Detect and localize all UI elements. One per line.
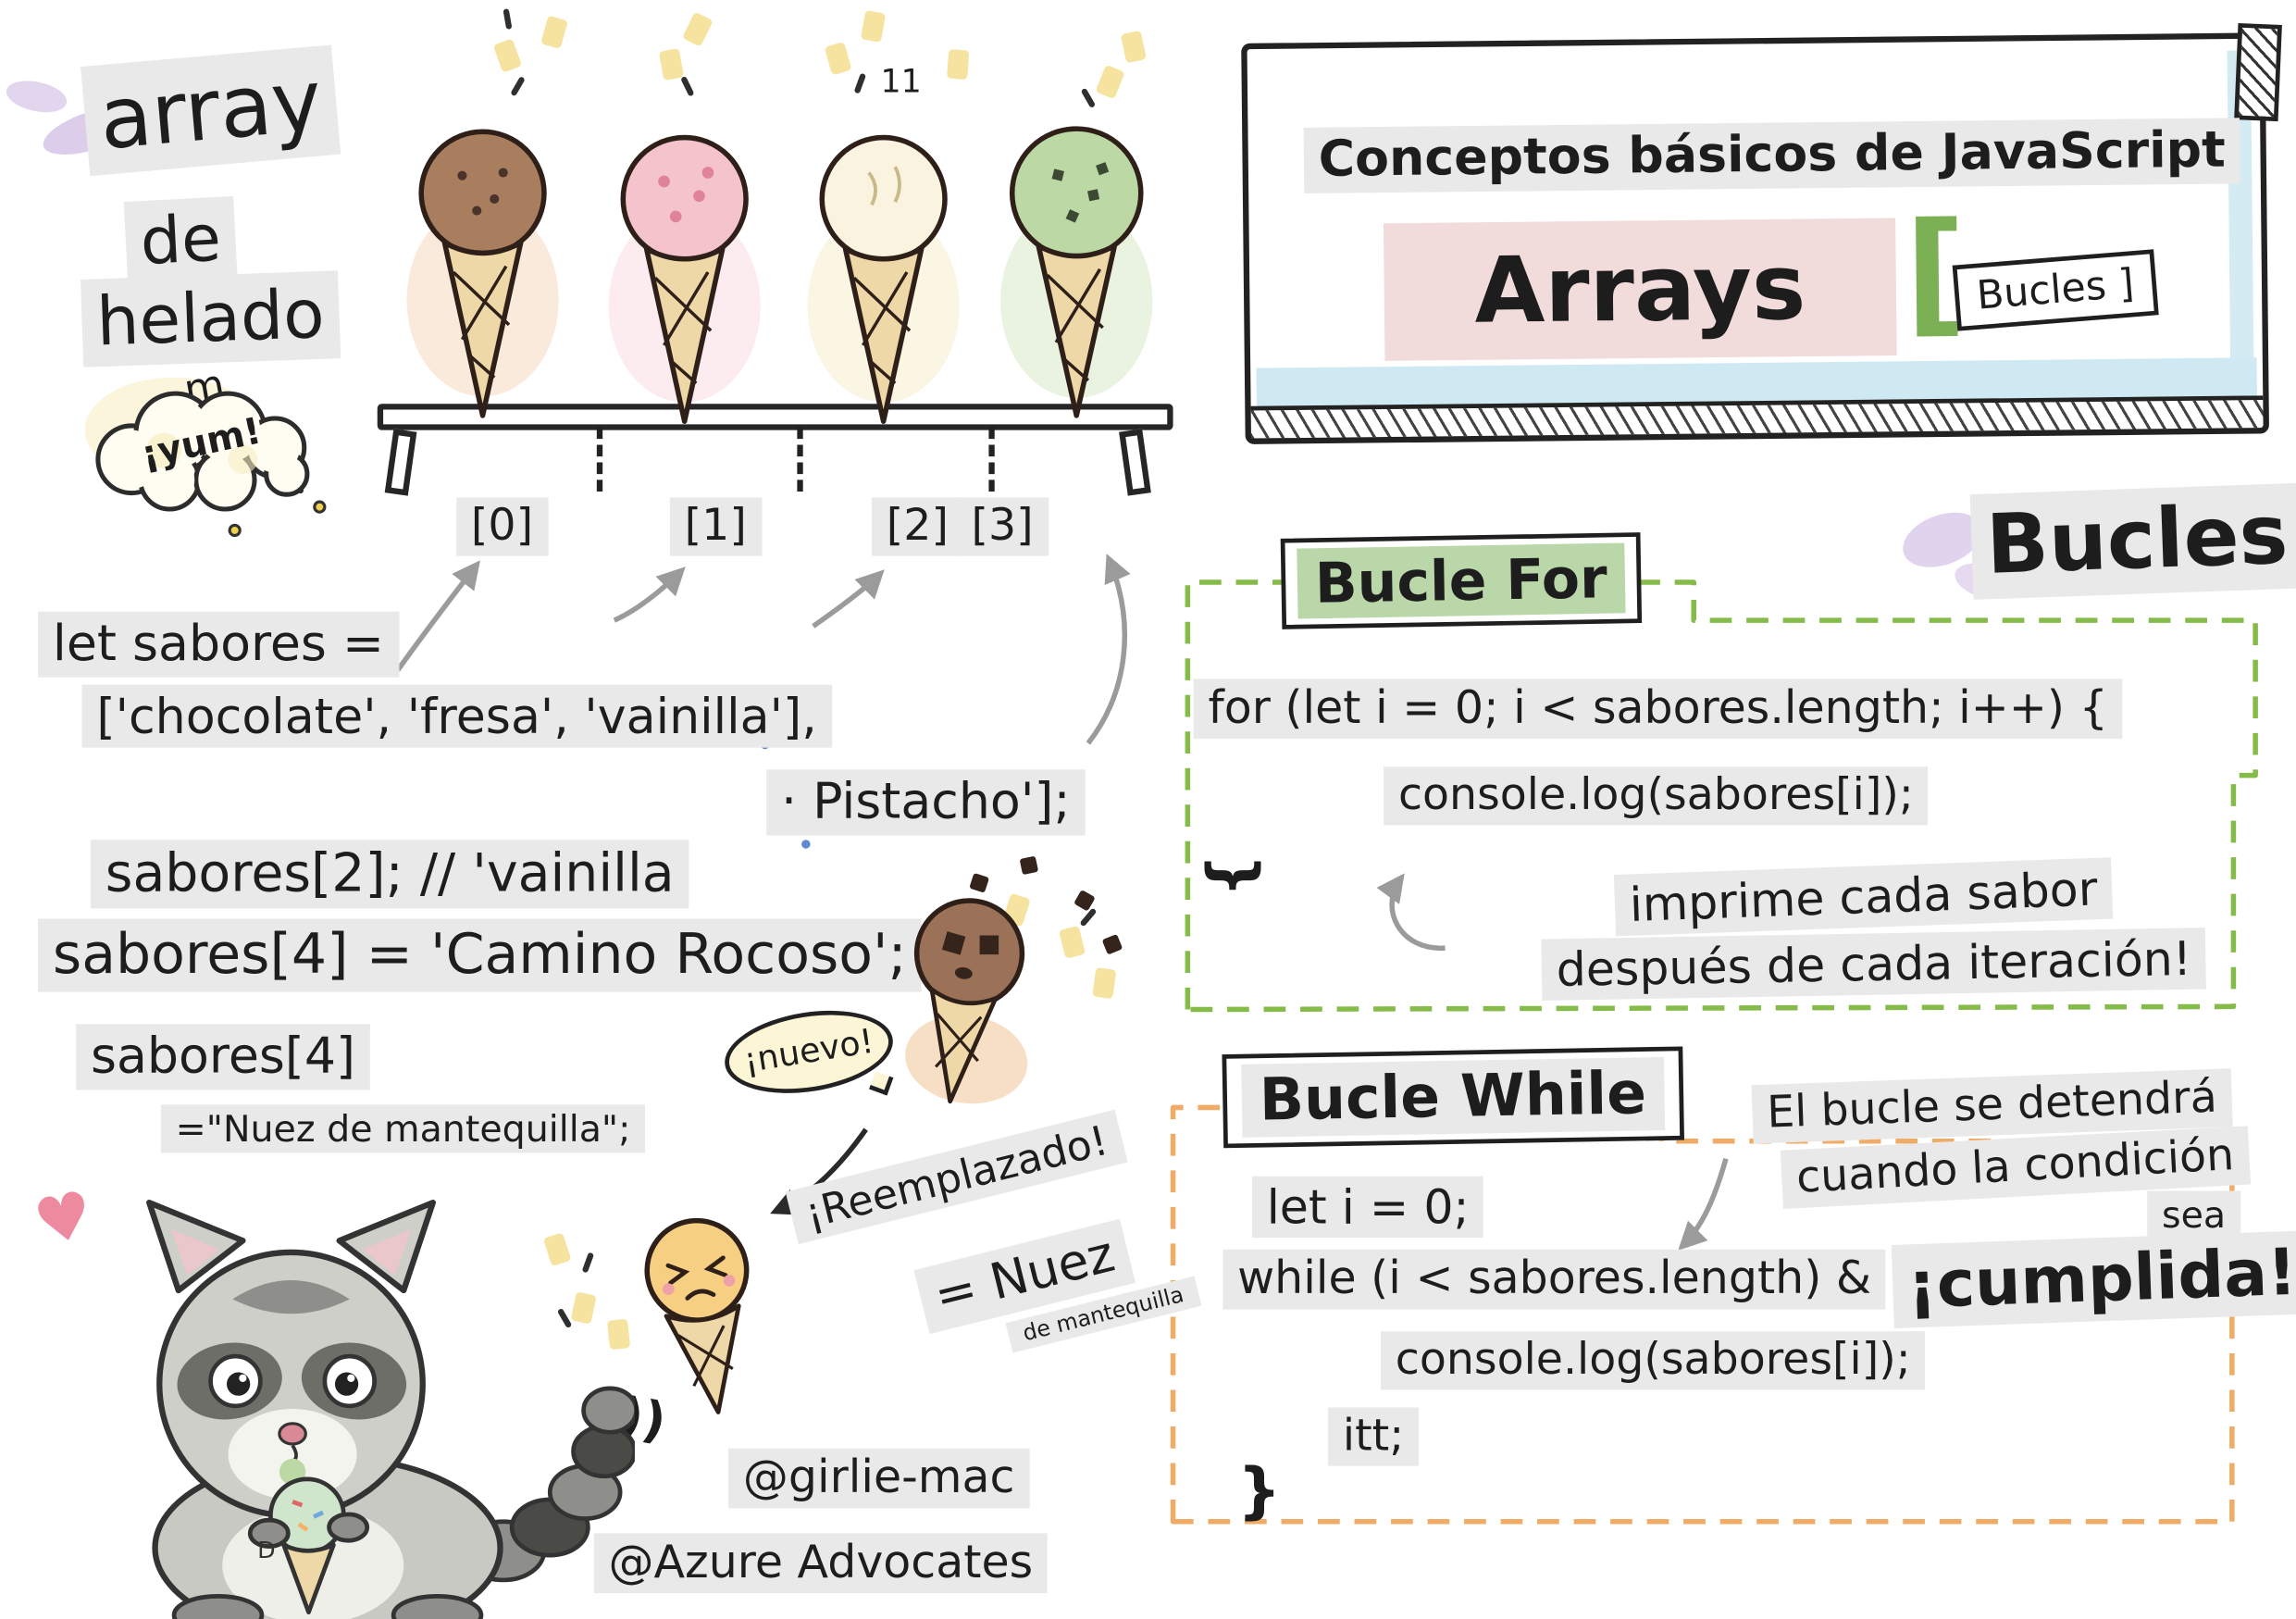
bucles-tag-text: Bucles ] (1975, 261, 2136, 319)
yum-cloud (95, 391, 310, 512)
signature: D (257, 1536, 276, 1564)
bee-icon (313, 500, 327, 514)
while-code-line1: let i = 0; (1251, 1176, 1484, 1239)
arrays-highlight: Arrays (1383, 218, 1897, 361)
nuevo-text: ¡nuevo! (740, 1023, 877, 1081)
index-label-1: [1] (669, 497, 762, 555)
arrow-to-index-0 (395, 560, 480, 672)
index-guide-line (797, 427, 803, 492)
code-sabores-4-assign: sabores[4] = 'Camino Rocoso'; (38, 918, 922, 991)
index-guide-line (988, 427, 995, 492)
page-number: 11 (880, 64, 922, 102)
while-note-line3: sea (2147, 1190, 2240, 1240)
while-cumplida: ¡cumplida! (1891, 1230, 2296, 1329)
index-label-0: [0] (456, 497, 548, 555)
new-butter-pecan-cone (644, 1217, 750, 1414)
bucle-for-label: Bucle For (1297, 542, 1626, 619)
for-code-line2: console.log(sabores[i]); (1384, 766, 1929, 825)
ice-cream-cone-chocolate (406, 129, 559, 418)
index-label-3: [3] (956, 497, 1049, 555)
for-note-arrow (1376, 873, 1446, 951)
index-label-2: [2] (871, 497, 963, 555)
ice-cream-cone-vainilla (807, 134, 960, 424)
bucles-section-title: Bucles (1969, 482, 2296, 600)
code-pistacho: · Pistacho']; (766, 769, 1086, 835)
code-nuez-assign: ="Nuez de mantequilla"; (160, 1104, 646, 1153)
while-code-line4: itt; (1328, 1407, 1420, 1465)
for-closing-brace: } (1199, 853, 1272, 898)
for-note-line2: después de cada iteración! (1541, 928, 2207, 1002)
index-guide-line (596, 427, 603, 492)
array-title-line1: array (81, 44, 341, 176)
bucles-tag: Bucles ] (1952, 249, 2159, 331)
code-array-literal: ['chocolate', 'fresa', 'vainilla'], (81, 684, 832, 749)
arrow-to-index-3 (1086, 554, 1131, 745)
arrow-to-index-1 (613, 567, 686, 623)
while-code-line3: console.log(sabores[i]); (1380, 1331, 1926, 1389)
ice-cream-cone-pistacho (1000, 126, 1153, 418)
bee-icon (228, 523, 242, 538)
array-title-line2: de (123, 195, 238, 286)
header-banner: Conceptos básicos de JavaScript Arrays [… (1241, 22, 2282, 444)
banner-corner-fold (2234, 22, 2282, 122)
handle-azure-advocates: @Azure Advocates (593, 1533, 1048, 1593)
while-note-arrow (1678, 1157, 1729, 1251)
handle-girlie-mac: @girlie-mac (728, 1448, 1030, 1509)
arrow-to-index-2 (812, 569, 885, 629)
code-sabores-4: sabores[4] (76, 1024, 370, 1090)
bucle-for-label-box: Bucle For (1280, 532, 1642, 629)
for-code-line1: for (let i = 0; i < sabores.length; i++)… (1193, 679, 2123, 739)
code-sabores-2: sabores[2]; // 'vainilla (90, 840, 689, 909)
while-code-line2: while (i < sabores.length) & (1222, 1249, 1886, 1310)
raccoon-illustration (146, 1200, 635, 1619)
while-closing-brace: } (1237, 1454, 1282, 1526)
bucle-while-label: Bucle While (1241, 1056, 1665, 1138)
bucle-while-label-box: Bucle While (1222, 1046, 1684, 1149)
arrays-title: Arrays (1473, 233, 1806, 344)
header-title: Conceptos básicos de JavaScript (1303, 118, 2240, 193)
pen-mark (801, 840, 811, 849)
ice-cream-cone-fresa (608, 134, 761, 424)
array-title-line3: helado (80, 270, 341, 367)
replaced-chocolate-cone (905, 898, 1028, 1104)
code-let-sabores: let sabores = (38, 611, 399, 677)
shelf-bar (377, 404, 1173, 430)
